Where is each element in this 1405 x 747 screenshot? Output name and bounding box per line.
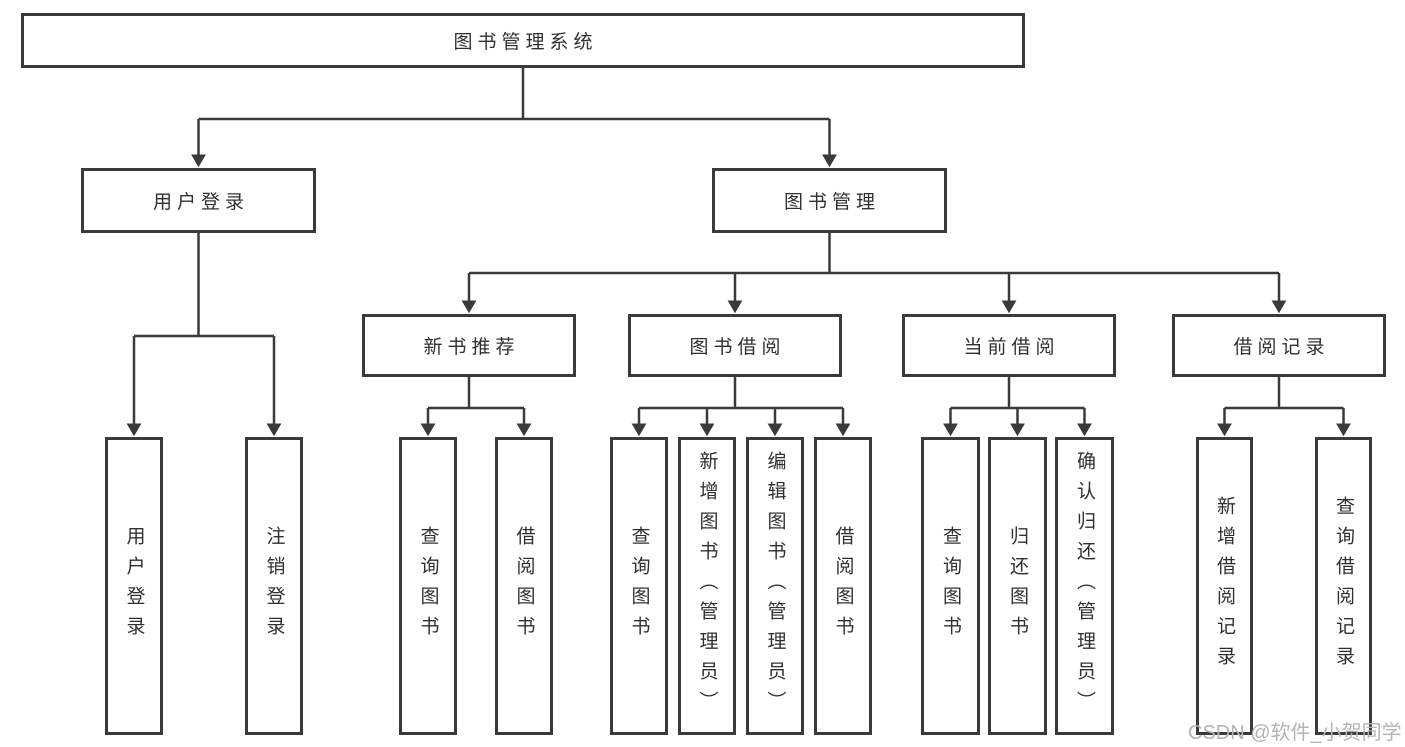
node-borrow-records: 借阅记录 xyxy=(1172,314,1386,377)
leaf-query-books-current-label: 查询图书 xyxy=(940,526,961,646)
leaf-borrow-books-recommend-label: 借阅图书 xyxy=(513,526,535,646)
leaf-edit-book-admin-label: 编辑图书（管理员） xyxy=(764,451,786,721)
leaf-confirm-return-admin-label: 确认归还（管理员） xyxy=(1074,451,1095,721)
leaf-query-books-borrow: 查询图书 xyxy=(610,437,668,735)
leaf-user-login-label: 用户登录 xyxy=(123,526,145,646)
leaf-query-books-recommend-label: 查询图书 xyxy=(417,526,439,646)
node-book-borrow: 图书借阅 xyxy=(628,314,842,377)
leaf-confirm-return-admin: 确认归还（管理员） xyxy=(1055,437,1114,735)
leaf-borrow-books-recommend: 借阅图书 xyxy=(495,437,553,735)
connector-new-book-recommend-children xyxy=(420,377,532,437)
node-borrow-records-label: 借阅记录 xyxy=(1233,337,1330,358)
node-current-borrow-label: 当前借阅 xyxy=(963,337,1060,358)
leaf-add-book-admin-label: 新增图书（管理员） xyxy=(696,451,718,721)
node-book-borrow-label: 图书借阅 xyxy=(689,337,786,358)
leaf-query-books-borrow-label: 查询图书 xyxy=(628,526,650,646)
leaf-add-borrow-record: 新增借阅记录 xyxy=(1196,437,1253,735)
connector-root-to-level2 xyxy=(191,68,837,168)
leaf-query-borrow-record-label: 查询借阅记录 xyxy=(1333,496,1354,676)
leaf-edit-book-admin: 编辑图书（管理员） xyxy=(746,437,804,735)
node-root-label: 图书管理系统 xyxy=(453,32,598,53)
node-new-book-recommend: 新书推荐 xyxy=(362,314,576,377)
leaf-return-book-label: 归还图书 xyxy=(1007,526,1028,646)
connector-book-borrow-children xyxy=(631,377,851,437)
node-user-login-label: 用户登录 xyxy=(152,192,249,213)
leaf-query-books-current: 查询图书 xyxy=(921,437,980,735)
node-book-management: 图书管理 xyxy=(712,168,947,233)
leaf-borrow-books-label: 借阅图书 xyxy=(832,526,854,646)
leaf-return-book: 归还图书 xyxy=(988,437,1047,735)
csdn-watermark: CSDN @软件_小贺同学 xyxy=(1188,722,1402,744)
leaf-logout-label: 注销登录 xyxy=(263,526,285,646)
leaf-user-login: 用户登录 xyxy=(105,437,163,735)
connector-book-management-children xyxy=(461,233,1287,314)
leaf-query-borrow-record: 查询借阅记录 xyxy=(1315,437,1372,735)
connector-borrow-records-children xyxy=(1217,377,1351,437)
node-book-management-label: 图书管理 xyxy=(783,192,880,213)
node-current-borrow: 当前借阅 xyxy=(902,314,1116,377)
node-root: 图书管理系统 xyxy=(21,13,1025,68)
leaf-logout: 注销登录 xyxy=(245,437,303,735)
node-user-login: 用户登录 xyxy=(81,168,316,233)
leaf-borrow-books: 借阅图书 xyxy=(814,437,872,735)
leaf-add-borrow-record-label: 新增借阅记录 xyxy=(1214,496,1235,676)
connector-current-borrow-children xyxy=(943,377,1092,437)
node-new-book-recommend-label: 新书推荐 xyxy=(423,337,520,358)
leaf-add-book-admin: 新增图书（管理员） xyxy=(678,437,736,735)
leaf-query-books-recommend: 查询图书 xyxy=(399,437,457,735)
connector-user-login-children xyxy=(126,233,282,437)
